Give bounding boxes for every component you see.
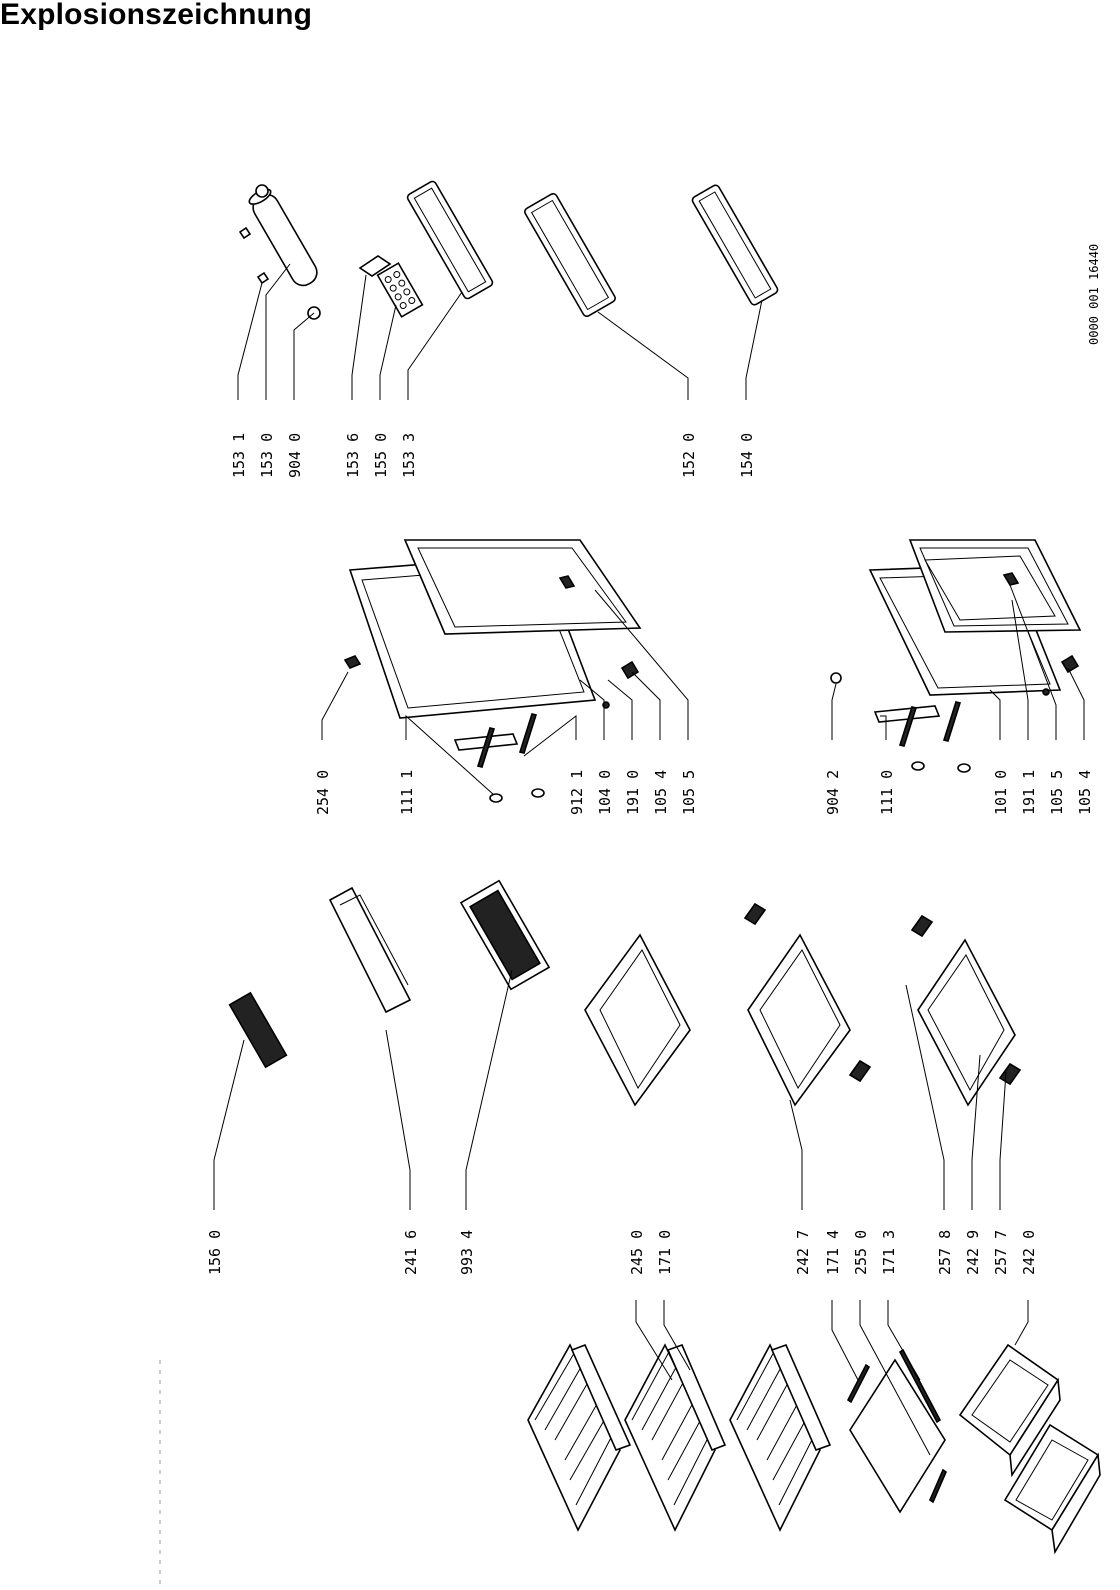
label-242-0: 242 0: [1020, 1230, 1038, 1275]
part-153-1-pin-b: [256, 271, 270, 285]
part-washer-b: [531, 788, 545, 798]
label-152-0: 152 0: [680, 433, 698, 478]
label-105-5-b: 105 5: [1048, 770, 1066, 815]
label-111-1: 111 1: [398, 770, 416, 815]
door-assembly-upper: 254 0 111 1 912 1 104 0 191 0 105 4 105 …: [314, 539, 698, 815]
part-105-4-hinge-b: [1060, 654, 1080, 674]
part-153-3-door-bin: [406, 180, 494, 300]
part-154-0-door-bin: [691, 184, 779, 306]
part-993-4-grill: [459, 879, 551, 991]
part-242-7-drawer: [747, 933, 851, 1107]
part-153-0-illustration: [248, 188, 318, 287]
page-title: Explosionszeichnung: [0, 0, 313, 31]
part-171-4-trim: [846, 1363, 871, 1404]
part-trim-bottom: [929, 1468, 947, 1504]
label-171-0: 171 0: [656, 1230, 674, 1275]
part-washer-d: [957, 763, 971, 773]
part-191-1-gasket: [908, 539, 1082, 633]
part-241-6-shelf: [328, 886, 412, 1014]
label-912-1: 912 1: [568, 770, 586, 815]
label-105-4-a: 105 4: [652, 770, 670, 815]
part-257-7-clip: [998, 1062, 1022, 1086]
part-153-6-clip: [358, 255, 392, 277]
label-257-7: 257 7: [992, 1230, 1010, 1275]
part-washer-a: [489, 793, 503, 803]
part-254-0-hinge-cap: [343, 655, 362, 669]
part-153-1-pin-a: [238, 226, 252, 240]
part-912-1-screw-a: [476, 727, 496, 768]
part-242-0-crisper-b: [1003, 1423, 1101, 1555]
part-155-0-egg-tray: [376, 262, 424, 318]
label-111-0: 111 0: [878, 770, 896, 815]
part-drawer-upper: [584, 933, 691, 1107]
part-wire-shelf-3: [729, 1343, 832, 1532]
label-191-1: 191 1: [1020, 770, 1038, 815]
label-153-0: 153 0: [258, 433, 276, 478]
label-242-9: 242 9: [964, 1230, 982, 1275]
label-191-0: 191 0: [624, 770, 642, 815]
door-parts-top: 153 1 153 0 904 0 153 6 155 0 153 3 152 …: [230, 180, 779, 478]
part-washer-c: [911, 761, 925, 771]
label-153-1: 153 1: [230, 433, 248, 478]
part-255-0-glass-shelf: [849, 1358, 946, 1514]
part-242-0-crisper-a: [958, 1343, 1061, 1478]
part-257-8-clip: [910, 914, 934, 938]
label-105-4-b: 105 4: [1076, 770, 1094, 815]
label-153-6: 153 6: [344, 433, 362, 478]
part-105-5-hinge-b: [1002, 572, 1020, 586]
part-156-0-ice-tray: [228, 991, 288, 1069]
part-drawer-clip: [848, 1059, 872, 1083]
part-904-2-plug: [830, 672, 842, 684]
part-904-0-top-washer: [255, 184, 269, 198]
label-241-6: 241 6: [402, 1230, 420, 1275]
part-screw-d: [942, 701, 962, 742]
label-101-0: 101 0: [992, 770, 1010, 815]
part-152-0-door-bin: [524, 192, 616, 318]
door-assembly-lower: 904 2 111 0 101 0 191 1 105 5 105 4: [824, 539, 1094, 815]
label-153-3: 153 3: [400, 433, 418, 478]
part-111-0-hinge: [873, 705, 941, 723]
shelf-parts-bottom: 245 0 171 0 242 7 171 4 255 0 171 3 257 …: [527, 1230, 1101, 1555]
label-255-0: 255 0: [852, 1230, 870, 1275]
label-245-0: 245 0: [628, 1230, 646, 1275]
part-245-0-wire-shelf: [624, 1343, 727, 1532]
label-156-0: 156 0: [206, 1230, 224, 1275]
label-904-0: 904 0: [286, 433, 304, 478]
label-171-3: 171 3: [880, 1230, 898, 1275]
label-104-0: 104 0: [596, 770, 614, 815]
part-171-clip: [743, 902, 767, 926]
part-small-screw-b: [1042, 688, 1050, 696]
label-105-5-a: 105 5: [680, 770, 698, 815]
part-191-0-gasket: [403, 539, 642, 635]
part-912-1-screw-b: [518, 713, 538, 754]
label-242-7: 242 7: [794, 1230, 812, 1275]
part-wire-shelf-1: [527, 1343, 632, 1532]
label-254-0: 254 0: [314, 770, 332, 815]
part-screw-c: [898, 706, 918, 747]
label-904-2: 904 2: [824, 770, 842, 815]
label-257-8: 257 8: [936, 1230, 954, 1275]
part-171-3-trim: [898, 1348, 942, 1424]
label-993-4: 993 4: [458, 1230, 476, 1275]
label-155-0: 155 0: [372, 433, 390, 478]
reference-code: 0000 001 16440: [1087, 244, 1101, 345]
interior-parts: 156 0 241 6 993 4: [206, 879, 1022, 1275]
part-105-5-hinge-upper: [558, 575, 576, 589]
label-171-4: 171 4: [824, 1230, 842, 1275]
label-154-0: 154 0: [738, 433, 756, 478]
part-242-9-drawer: [917, 938, 1016, 1107]
